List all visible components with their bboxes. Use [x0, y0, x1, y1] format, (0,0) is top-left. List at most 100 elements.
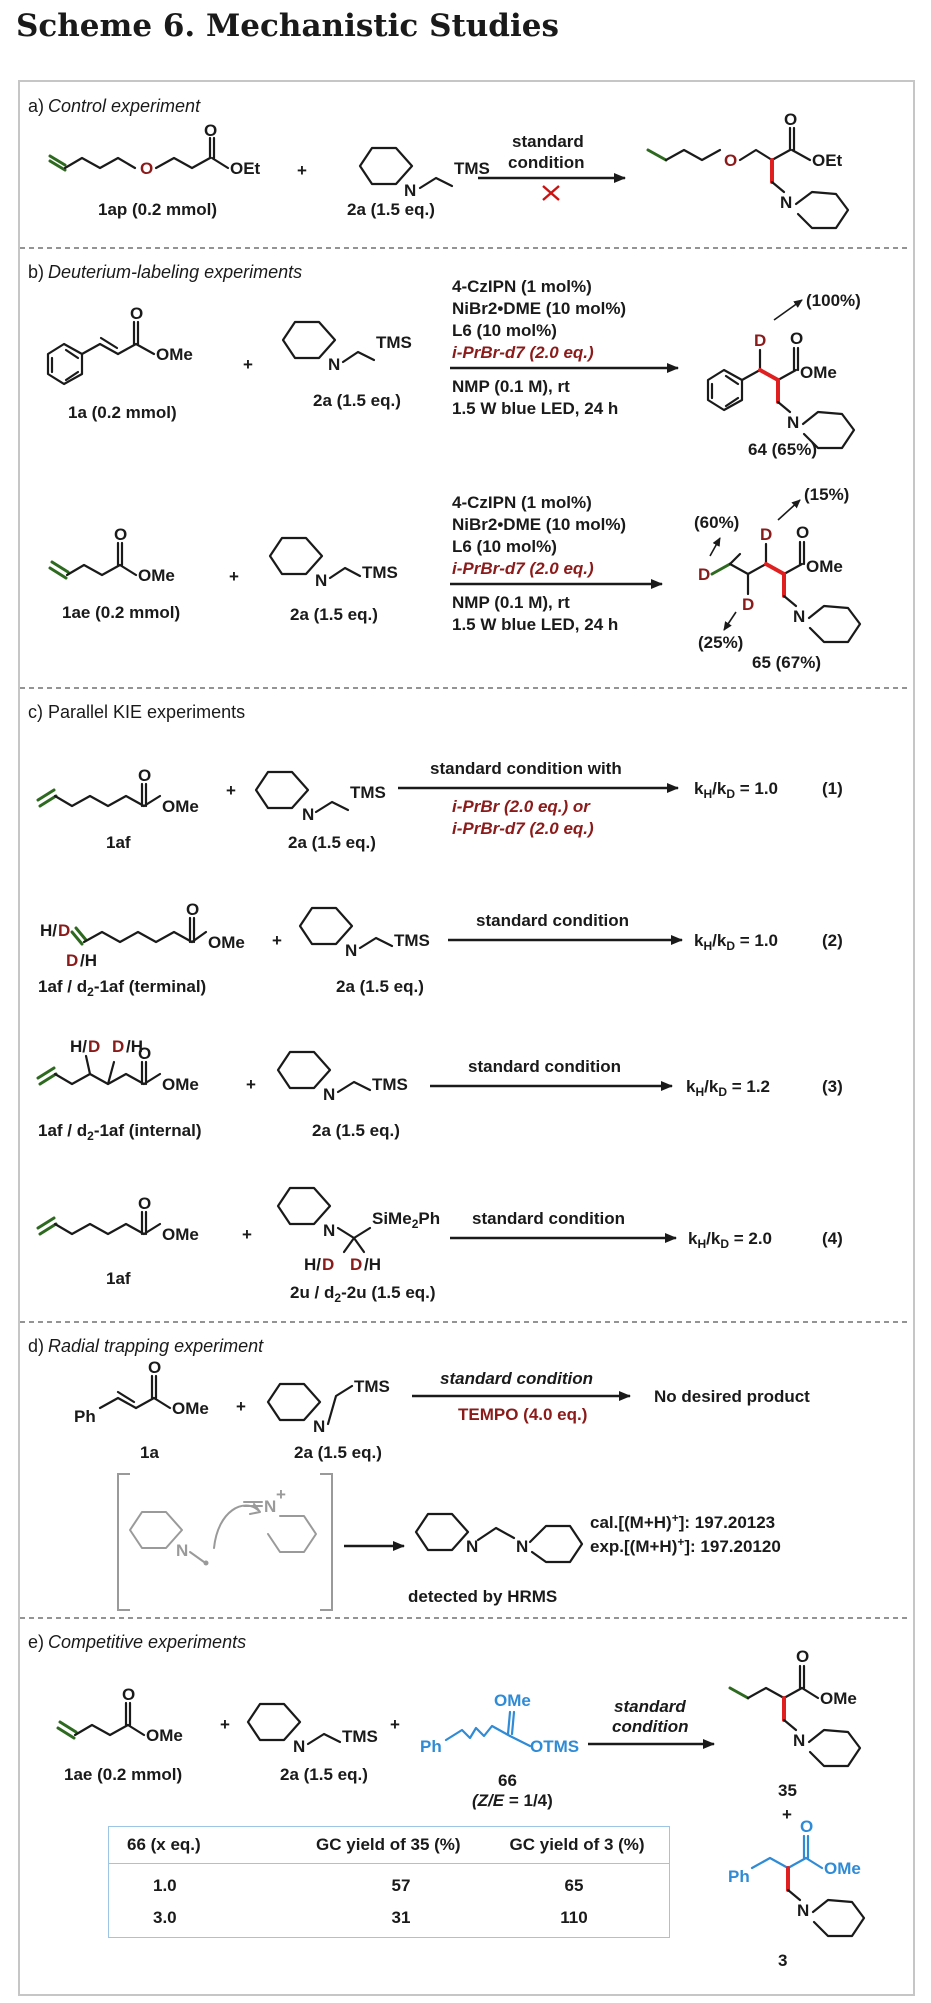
radical-mechanism: N N + — [117, 1473, 333, 1611]
kie-3-num: (3) — [822, 1077, 843, 1096]
svg-text:NiBr2•DME (10 mol%): NiBr2•DME (10 mol%) — [452, 515, 626, 534]
svg-text:O: O — [122, 1685, 135, 1704]
svg-text:1.5 W blue LED, 24 h: 1.5 W blue LED, 24 h — [452, 399, 618, 418]
cell-yield-3: 65 — [564, 1876, 584, 1895]
svg-text:D: D — [322, 1255, 334, 1274]
svg-text:OTMS: OTMS — [530, 1737, 579, 1756]
kie-1-value: 1.0 — [754, 779, 778, 798]
kie-4-value: 2.0 — [748, 1229, 772, 1248]
label-64: 64 (65%) — [748, 440, 817, 459]
svg-text:Ph: Ph — [420, 1737, 442, 1756]
svg-text:N: N — [313, 1417, 325, 1436]
svg-text:OMe: OMe — [824, 1859, 861, 1878]
svg-text:O: O — [186, 900, 199, 919]
kie-2-sm: 1af / d2-1af (terminal) — [38, 977, 206, 999]
molecule-2a-b1: N TMS — [281, 320, 412, 374]
svg-text:OMe: OMe — [806, 557, 843, 576]
cond-a-line1: standard — [512, 132, 584, 151]
section-d: d) Radial trapping experiment Ph O OMe 1… — [28, 1336, 810, 1611]
product-35: O OMe N — [728, 1647, 862, 1768]
svg-text:OMe: OMe — [820, 1689, 857, 1708]
svg-text:i-PrBr-d7 (2.0 eq.): i-PrBr-d7 (2.0 eq.) — [452, 559, 594, 578]
pct-65-c: (25%) — [698, 633, 743, 652]
svg-text:O: O — [114, 525, 127, 544]
svg-text:OMe: OMe — [146, 1726, 183, 1745]
section-b: b) Deuterium-labeling experiments O OMe … — [28, 262, 862, 672]
detected-label: detected by HRMS — [408, 1587, 557, 1606]
label-1ae-e: 1ae (0.2 mmol) — [64, 1765, 182, 1784]
header-yield-3: GC yield of 3 (%) — [509, 1835, 645, 1854]
svg-text:OMe: OMe — [800, 363, 837, 382]
svg-text:/H: /H — [126, 1037, 143, 1056]
ratio-66: (Z/E = 1/4) — [472, 1791, 553, 1810]
kie-1-sm: 1af — [106, 833, 131, 852]
svg-text:TMS: TMS — [454, 159, 490, 178]
svg-text:OMe: OMe — [162, 797, 199, 816]
svg-text:H/: H/ — [70, 1037, 87, 1056]
cell-eq: 1.0 — [153, 1876, 177, 1895]
svg-text:+: + — [226, 781, 236, 800]
svg-text:N: N — [293, 1737, 305, 1756]
header-66: 66 (x eq.) — [127, 1835, 201, 1854]
svg-text:OEt: OEt — [230, 159, 261, 178]
kie-row-3: H/ D D /H O OMe + N TMS — [36, 1037, 673, 1104]
section-c: c) Parallel KIE experiments O OMe + N TM… — [28, 702, 843, 1305]
svg-text:OMe: OMe — [162, 1075, 199, 1094]
dimer-product: N N — [414, 1512, 584, 1564]
table-row: 1.0 57 65 — [109, 1870, 669, 1902]
svg-text:D: D — [112, 1037, 124, 1056]
svg-text:OMe: OMe — [156, 345, 193, 364]
table-row: 3.0 31 110 — [109, 1902, 669, 1934]
svg-text:NMP (0.1 M), rt: NMP (0.1 M), rt — [452, 593, 570, 612]
svg-text:+: + — [243, 355, 253, 374]
svg-text:OMe: OMe — [208, 933, 245, 952]
svg-text:OMe: OMe — [138, 566, 175, 585]
svg-text:D: D — [742, 595, 754, 614]
label-2a-d: 2a (1.5 eq.) — [294, 1443, 382, 1462]
section-e: e) Competitive experiments O OMe 1ae (0.… — [28, 1632, 866, 1970]
section-e-letter: e) — [28, 1632, 44, 1652]
svg-text:+: + — [242, 1225, 252, 1244]
svg-text:N: N — [793, 1731, 805, 1750]
svg-text:+: + — [390, 1715, 400, 1734]
kie-2-cond: standard condition — [476, 911, 629, 930]
cond-d-2: TEMPO (4.0 eq.) — [458, 1405, 587, 1424]
svg-text:O: O — [148, 1358, 161, 1377]
svg-text:+: + — [297, 161, 307, 180]
molecule-1a: O OMe — [46, 304, 193, 386]
svg-text:kH/kD = 2.0: kH/kD = 2.0 — [688, 1229, 772, 1251]
svg-text:TMS: TMS — [394, 931, 430, 950]
molecule-1ae-e: O OMe — [56, 1685, 183, 1745]
product-64: D O OMe N — [706, 299, 856, 450]
label-2a-b1: 2a (1.5 eq.) — [313, 391, 401, 410]
svg-text:TMS: TMS — [362, 563, 398, 582]
svg-text:D: D — [58, 921, 70, 940]
svg-text:O: O — [138, 1044, 151, 1063]
svg-text:kH/kD = 1.2: kH/kD = 1.2 — [686, 1077, 770, 1099]
svg-text:TMS: TMS — [354, 1377, 390, 1396]
section-b-title: Deuterium-labeling experiments — [48, 262, 302, 282]
label-1ap: 1ap (0.2 mmol) — [98, 200, 217, 219]
conditions-b2: 4-CzIPN (1 mol%) NiBr2•DME (10 mol%) L6 … — [452, 493, 626, 634]
svg-text:O: O — [204, 121, 217, 140]
svg-text:N: N — [323, 1085, 335, 1104]
cross-icon — [542, 185, 560, 201]
svg-text:+: + — [246, 1075, 256, 1094]
label-1ae: 1ae (0.2 mmol) — [62, 603, 180, 622]
kie-row-1: O OMe + N TMS — [36, 766, 679, 824]
table-header: 66 (x eq.) GC yield of 35 (%) GC yield o… — [109, 1827, 669, 1864]
kie-row-4: O OMe + N SiMe2Ph H/ D D /H — [36, 1186, 677, 1274]
svg-text:OMe: OMe — [162, 1225, 199, 1244]
yield-table: 66 (x eq.) GC yield of 35 (%) GC yield o… — [108, 1826, 670, 1938]
svg-text:L6 (10 mol%): L6 (10 mol%) — [452, 321, 557, 340]
product-65: D D D O OMe N — [698, 499, 862, 644]
svg-text:O: O — [790, 329, 803, 348]
pct-65-b: (15%) — [804, 485, 849, 504]
svg-text:4-CzIPN (1 mol%): 4-CzIPN (1 mol%) — [452, 277, 592, 296]
svg-text:+: + — [276, 1485, 286, 1504]
svg-text:N: N — [302, 805, 314, 824]
svg-text:N: N — [787, 413, 799, 432]
svg-text:D: D — [350, 1255, 362, 1274]
section-b-letter: b) — [28, 262, 44, 282]
molecule-66: Ph OMe OTMS — [420, 1691, 579, 1756]
